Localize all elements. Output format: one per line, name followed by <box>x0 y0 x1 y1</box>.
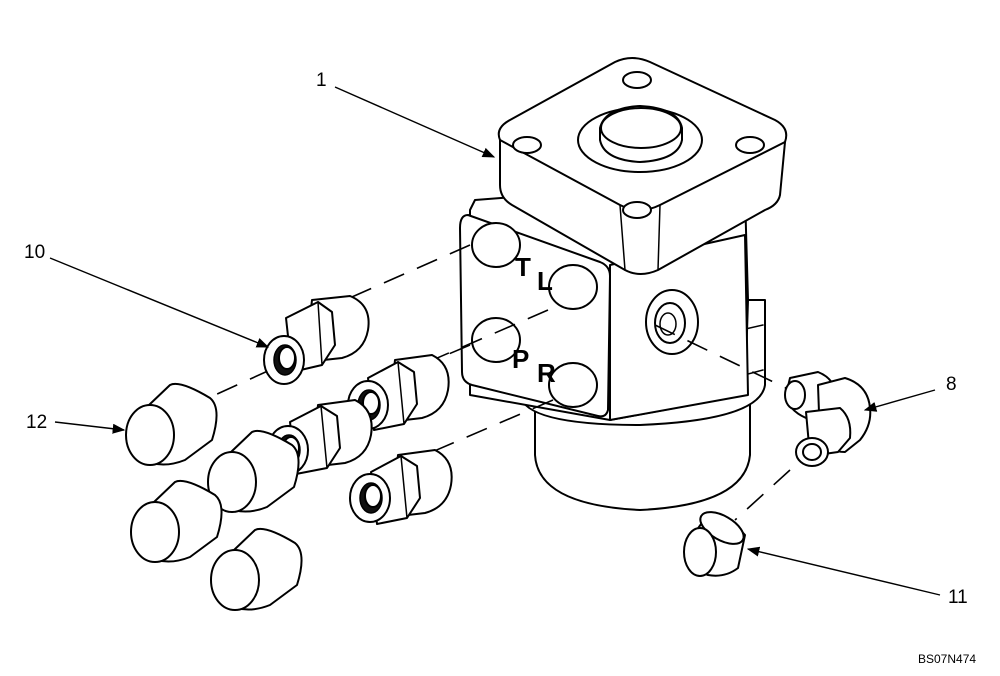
port-label-t: T <box>515 252 531 282</box>
callout-10: 10 <box>24 242 45 263</box>
steering-control-unit: T L P R <box>459 57 788 421</box>
elbow-fitting <box>784 371 872 467</box>
port-label-l: L <box>537 266 553 296</box>
callout-8: 8 <box>946 374 957 395</box>
leader-lines <box>49 86 941 596</box>
protective-cap-2 <box>207 429 300 513</box>
drawing-code: BS07N474 <box>918 652 976 666</box>
protective-cap-1 <box>125 382 218 466</box>
port-label-p: P <box>512 344 529 374</box>
small-plug <box>683 511 746 577</box>
protective-cap-3 <box>130 479 223 563</box>
straight-fitting-1 <box>263 295 370 385</box>
straight-fitting-4 <box>349 449 453 525</box>
port-label-r: R <box>537 358 556 388</box>
callout-1: 1 <box>316 70 327 91</box>
callout-11: 11 <box>948 587 968 608</box>
protective-cap-4 <box>210 527 303 611</box>
callout-12: 12 <box>26 412 47 433</box>
